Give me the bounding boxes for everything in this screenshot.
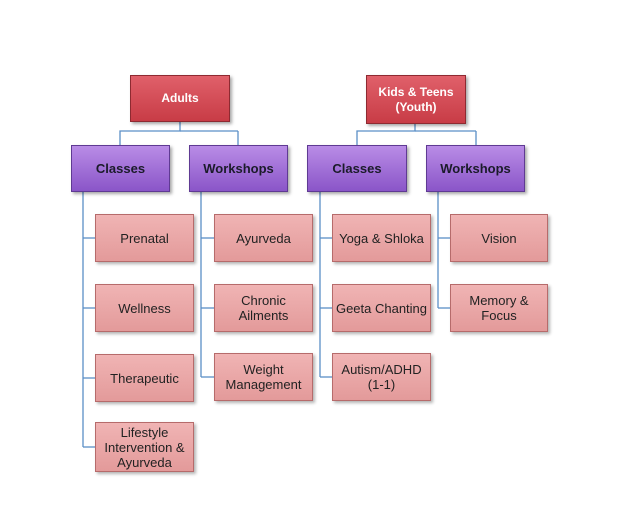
- adults-workshops-label: Workshops: [203, 161, 274, 176]
- leaf-wellness: Wellness: [95, 284, 194, 332]
- adults-label: Adults: [161, 91, 199, 105]
- youth-node: Kids & Teens (Youth): [366, 75, 466, 124]
- leaf-label-line2: Focus: [481, 308, 517, 323]
- adults-node: Adults: [130, 75, 230, 122]
- connector-youth-to-categories: [356, 124, 416, 145]
- youth-label-line2: (Youth): [395, 99, 437, 114]
- leaf-label-line2: (1-1): [367, 377, 396, 392]
- leaf-label-line2: Ailments: [238, 308, 289, 323]
- leaf-chronic-ailments: Chronic Ailments: [214, 284, 313, 332]
- leaf-label: Ayurveda: [236, 230, 291, 246]
- leaf-label: Wellness: [118, 300, 171, 316]
- leaf-vision: Vision: [450, 214, 548, 262]
- leaf-autism-adhd: Autism/ADHD (1-1): [332, 353, 431, 401]
- leaf-label: Yoga & Shloka: [339, 230, 424, 246]
- leaf-label-line1: Autism/ADHD: [341, 362, 422, 377]
- leaf-label-line2: Management: [225, 377, 302, 392]
- leaf-label: Therapeutic: [110, 370, 179, 386]
- leaf-label: Vision: [481, 230, 517, 246]
- leaf-prenatal: Prenatal: [95, 214, 194, 262]
- leaf-label: Prenatal: [120, 230, 169, 246]
- leaf-label-line1: Weight: [243, 362, 284, 377]
- leaf-ayurveda: Ayurveda: [214, 214, 313, 262]
- youth-label-line1: Kids & Teens: [378, 84, 454, 99]
- leaf-yoga-shloka: Yoga & Shloka: [332, 214, 431, 262]
- leaf-label-line1: Lifestyle: [120, 424, 169, 440]
- adults-classes-node: Classes: [71, 145, 170, 192]
- youth-workshops-node: Workshops: [426, 145, 525, 192]
- connector-adults-to-categories: [119, 122, 181, 145]
- leaf-label-line2: Intervention &: [104, 439, 185, 455]
- leaf-therapeutic: Therapeutic: [95, 354, 194, 402]
- adults-classes-label: Classes: [95, 161, 146, 176]
- adults-workshops-node: Workshops: [189, 145, 288, 192]
- leaf-weight-management: Weight Management: [214, 353, 313, 401]
- youth-classes-label: Classes: [332, 161, 382, 176]
- leaf-label-line1: Chronic: [241, 293, 286, 308]
- leaf-label-line3: Ayurveda: [117, 454, 172, 470]
- leaf-label: Geeta Chanting: [335, 300, 428, 316]
- leaf-geeta-chanting: Geeta Chanting: [332, 284, 431, 332]
- leaf-memory-focus: Memory & Focus: [450, 284, 548, 332]
- leaf-lifestyle-intervention: Lifestyle Intervention & Ayurveda: [95, 422, 194, 472]
- youth-classes-node: Classes: [307, 145, 407, 192]
- youth-workshops-label: Workshops: [440, 161, 511, 176]
- leaf-label-line1: Memory &: [469, 293, 529, 308]
